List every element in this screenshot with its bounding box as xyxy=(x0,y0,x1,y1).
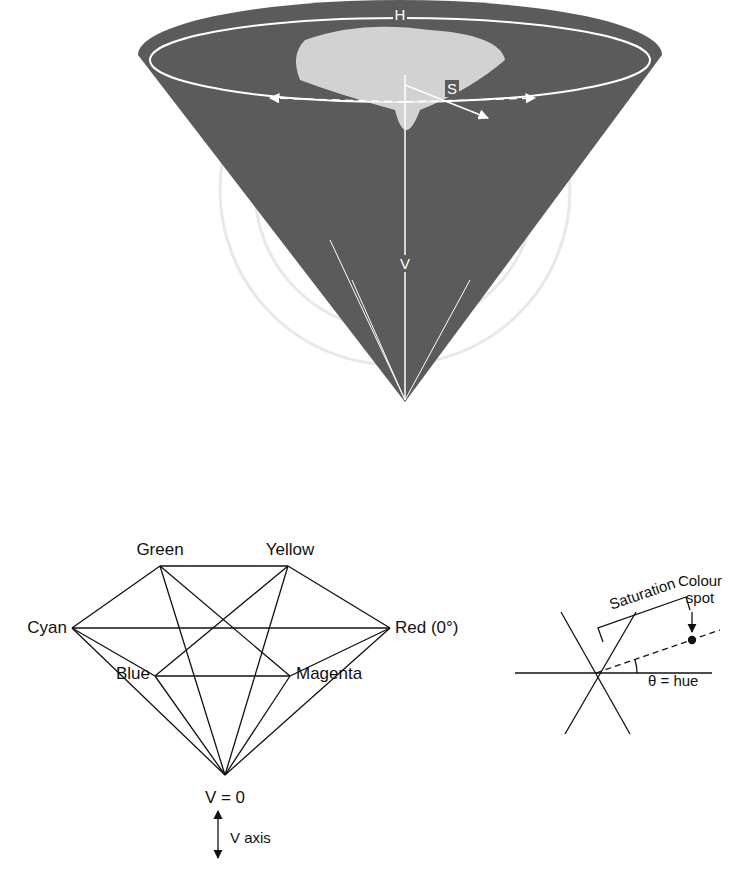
apex-label: V = 0 xyxy=(205,788,245,808)
angle-label: θ = hue xyxy=(648,672,698,689)
hue-saturation-sketch xyxy=(515,597,720,734)
colour-label: Green xyxy=(136,540,183,560)
colour-label: Red (0°) xyxy=(395,618,458,638)
hsv-cone xyxy=(138,0,662,402)
hue-axis-label: H xyxy=(393,6,408,23)
axis-label: V axis xyxy=(230,829,271,846)
saturation-axis-label: S xyxy=(445,80,459,97)
colour-label: Yellow xyxy=(266,540,315,560)
hexcone xyxy=(72,566,390,858)
colour-label: Magenta xyxy=(296,664,362,684)
colour-label: Blue xyxy=(116,664,150,684)
value-axis-label: V xyxy=(398,255,412,272)
saturation-label: Saturation xyxy=(607,574,677,613)
colour-label: Cyan xyxy=(27,618,67,638)
callout-label: Colour spot xyxy=(670,572,730,607)
